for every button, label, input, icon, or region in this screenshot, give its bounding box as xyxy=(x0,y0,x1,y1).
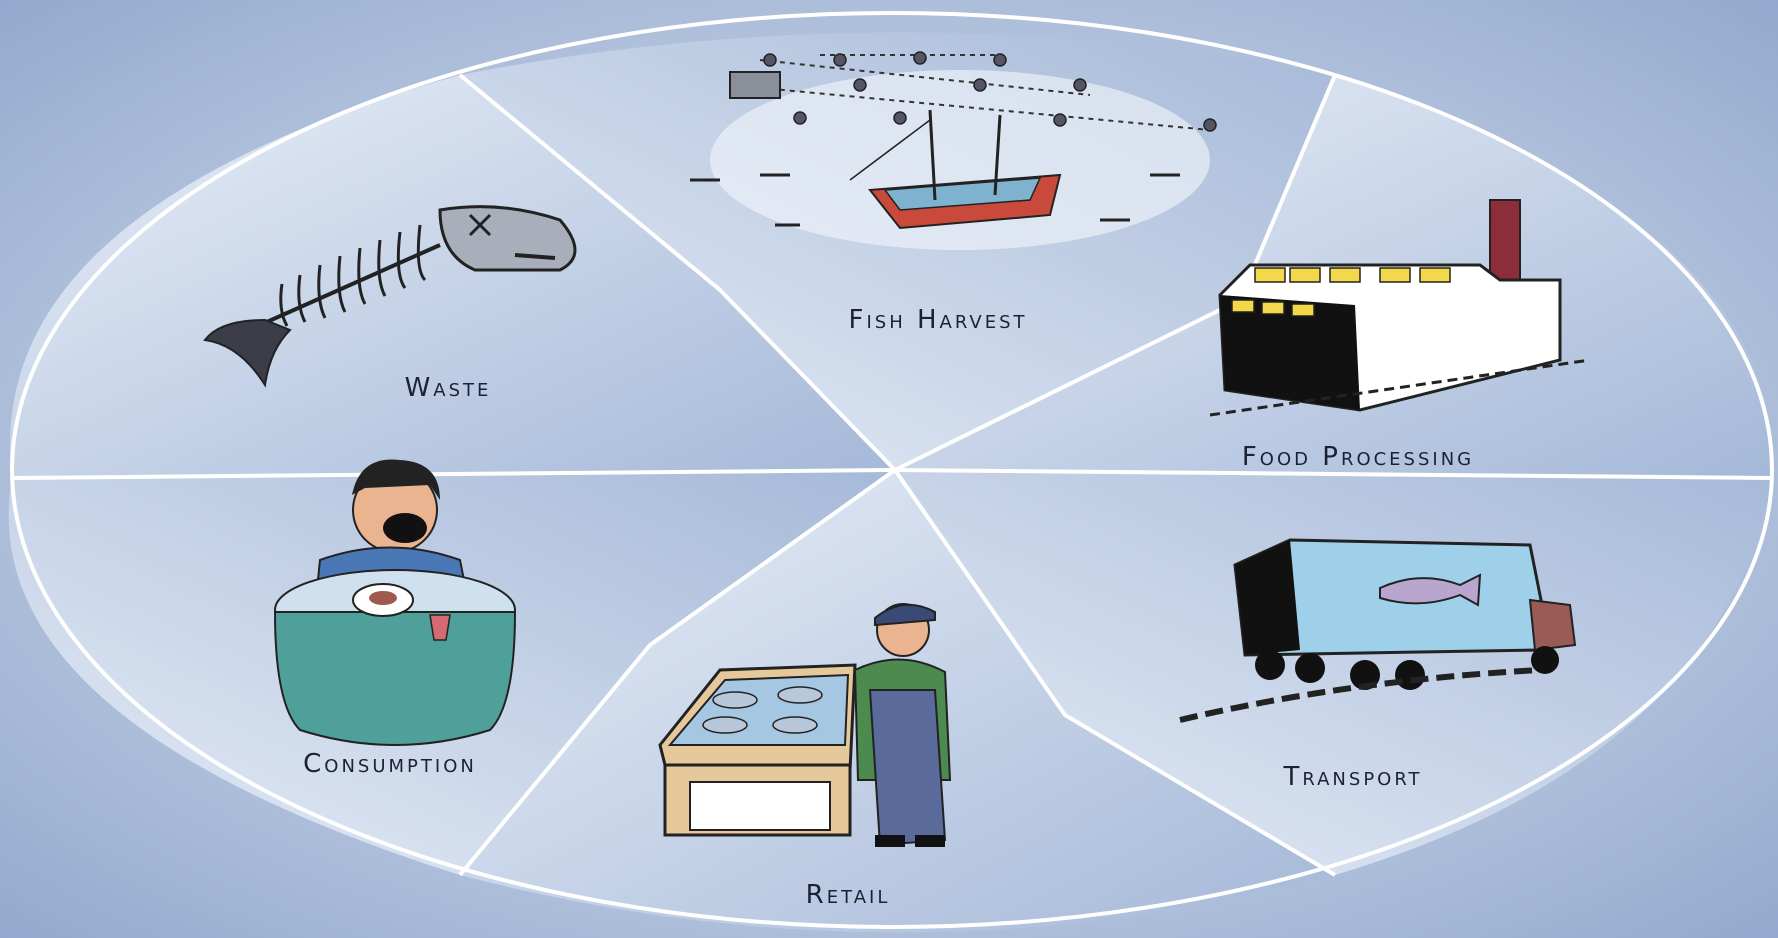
label-waste: Waste xyxy=(405,373,492,403)
label-consumption: Consumption xyxy=(303,749,477,779)
truck-icon xyxy=(1179,538,1577,723)
fishmonger-icon xyxy=(658,603,952,847)
label-retail: Retail xyxy=(806,880,891,910)
segment-waste xyxy=(10,75,895,478)
fishing-boat-icon xyxy=(690,51,1217,250)
label-fish-harvest: Fish Harvest xyxy=(849,305,1028,335)
label-food-processing: Food Processing xyxy=(1242,442,1474,472)
factory-icon xyxy=(1209,199,1591,417)
diner-icon xyxy=(273,459,517,746)
dividers xyxy=(10,11,1774,929)
label-transport: Transport xyxy=(1282,762,1422,792)
stage-labels: Fish Harvest Food Processing Transport R… xyxy=(303,305,1474,910)
fish-skeleton-icon xyxy=(203,205,577,388)
